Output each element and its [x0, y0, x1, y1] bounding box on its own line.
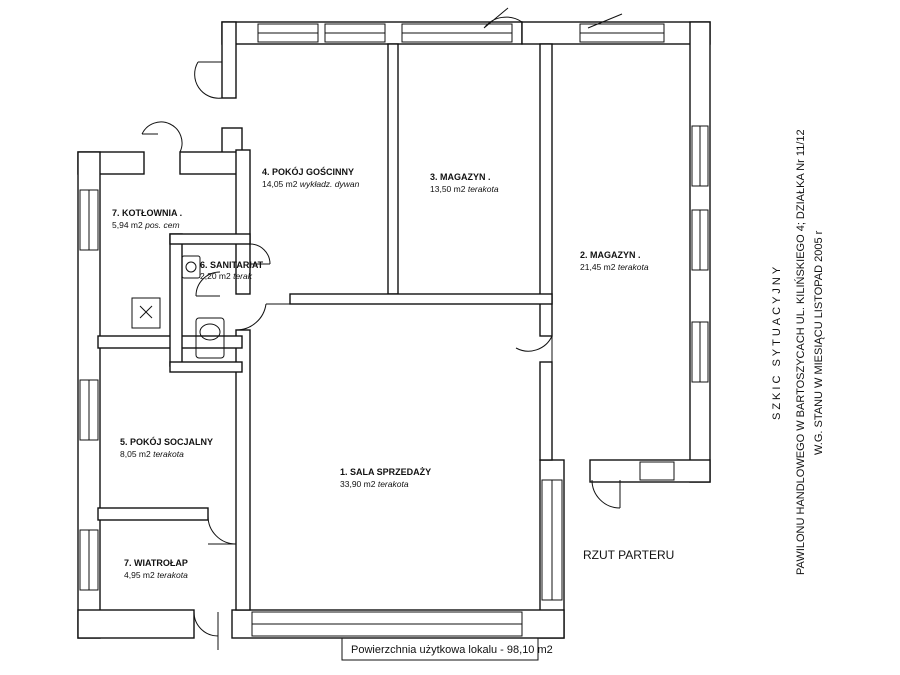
- room-4-name: 4. POKÓJ GOŚCINNY: [262, 166, 354, 177]
- room-7a-name: 7. KOTŁOWNIA .: [112, 208, 182, 218]
- svg-text:4,95 m2 terakota: 4,95 m2 terakota: [124, 570, 188, 580]
- title-line-3: W.G. STANU W MIESIĄCU LISTOPAD 2005 r: [813, 230, 825, 455]
- total-area-text: Powierzchnia użytkowa lokalu - 98,10 m2: [351, 644, 553, 656]
- svg-text:13,50 m2 terakota: 13,50 m2 terakota: [430, 184, 499, 194]
- interior-walls: [97, 43, 553, 611]
- svg-text:8,05 m2 terakota: 8,05 m2 terakota: [120, 449, 184, 459]
- room-5-name: 5. POKÓJ SOCJALNY: [120, 436, 213, 447]
- room-2-finish: terakota: [618, 262, 649, 272]
- room-1-finish: terakota: [378, 479, 409, 489]
- svg-text:21,45 m2 terakota: 21,45 m2 terakota: [580, 262, 649, 272]
- room-7a-finish: pos. cem: [144, 220, 180, 230]
- svg-text:5,94 m2 pos. cem: 5,94 m2 pos. cem: [112, 220, 180, 230]
- room-6-area: 2,20 m2: [200, 271, 231, 281]
- total-area-box: Powierzchnia użytkowa lokalu - 98,10 m2: [341, 637, 553, 661]
- room-5-area: 8,05 m2: [120, 449, 151, 459]
- doors: [141, 7, 623, 650]
- room-4-finish: wykładz. dywan: [300, 179, 360, 189]
- room-3-area: 13,50 m2: [430, 184, 466, 194]
- room-1-area: 33,90 m2: [340, 479, 376, 489]
- room-2-name: 2. MAGAZYN .: [580, 250, 641, 260]
- fixtures: [131, 255, 225, 359]
- room-1-name: 1. SALA SPRZEDAŻY: [340, 467, 431, 477]
- toilet-icon: [195, 317, 225, 359]
- room-3-name: 3. MAGAZYN .: [430, 172, 491, 182]
- room-7a-area: 5,94 m2: [112, 220, 143, 230]
- room-2-area: 21,45 m2: [580, 262, 616, 272]
- room-6-finish: terak: [233, 271, 253, 281]
- sink-icon: [181, 255, 201, 279]
- floor-label: RZUT PARTERU: [583, 548, 674, 562]
- room-5-finish: terakota: [153, 449, 184, 459]
- room-7b-area: 4,95 m2: [124, 570, 155, 580]
- room-7b-finish: terakota: [157, 570, 188, 580]
- windows: [79, 23, 709, 637]
- boiler-icon: [131, 297, 161, 329]
- svg-text:14,05 m2 wykładz. dywan: 14,05 m2 wykładz. dywan: [262, 179, 360, 189]
- room-6-name: 6. SANITARIAT: [200, 260, 264, 270]
- room-3-finish: terakota: [468, 184, 499, 194]
- title-block: SZKIC SYTUACYJNY: [771, 264, 783, 420]
- svg-text:33,90 m2 terakota: 33,90 m2 terakota: [340, 479, 409, 489]
- svg-text:2,20 m2 terak: 2,20 m2 terak: [200, 271, 253, 281]
- title-line-1: SZKIC SYTUACYJNY: [771, 264, 783, 420]
- room-7b-name: 7. WIATROŁAP: [124, 558, 188, 568]
- room-4-area: 14,05 m2: [262, 179, 298, 189]
- title-line-2: PAWILONU HANDLOWEGO W BARTOSZYCACH UL. K…: [794, 129, 807, 575]
- drain-icon: [185, 261, 197, 273]
